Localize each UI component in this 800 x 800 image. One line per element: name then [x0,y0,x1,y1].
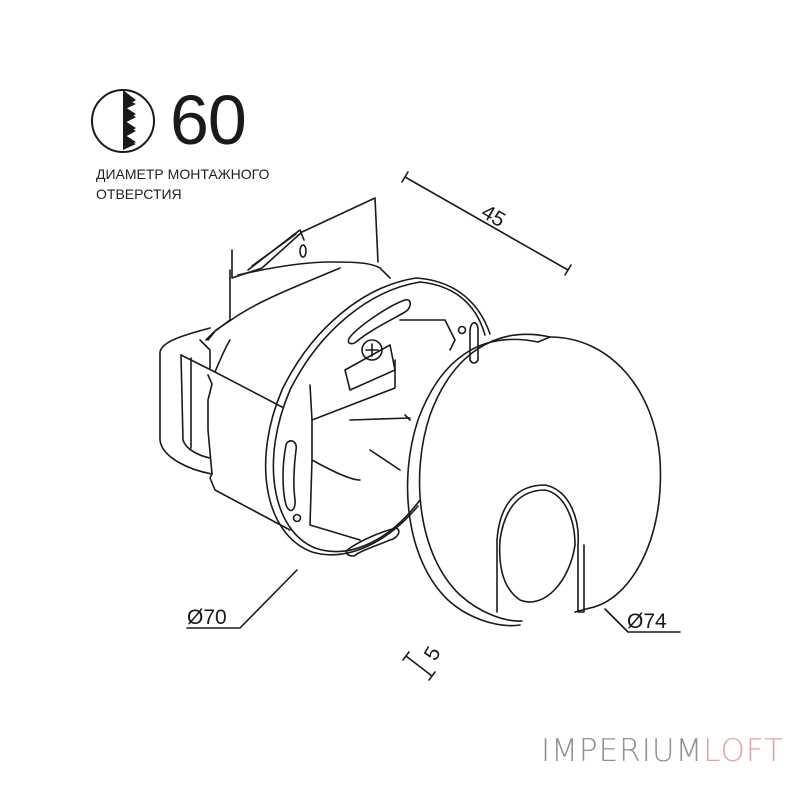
mounting-ring [264,277,491,557]
dimension-thickness [402,651,436,681]
hole-diameter-value: 60 [170,81,247,159]
dimension-thickness-label: 5 [420,643,446,665]
dimension-depth [401,171,572,276]
dimension-cover-diameter [604,608,681,633]
drill-bit-circle-icon [91,89,155,153]
mounting-box [159,197,391,531]
dimension-depth-label: 45 [477,200,509,232]
brand-part1: IMPERIUM [541,733,704,769]
brand-part2: LOFT [703,733,785,769]
hole-label-line1: ДИАМЕТР МОНТАЖНОГО [96,166,270,182]
dimension-cover-diameter-label: Ø74 [627,610,667,633]
hole-label-line2: ОТВЕРСТИЯ [96,186,182,202]
dimension-box-diameter-label: Ø70 [187,606,227,629]
cover-disc [406,333,662,627]
dimension-box-diameter [186,569,298,629]
hole-diameter-label: ДИАМЕТР МОНТАЖНОГО ОТВЕРСТИЯ [96,164,336,204]
brand-logo: IMPERIUMLOFT [541,733,784,769]
